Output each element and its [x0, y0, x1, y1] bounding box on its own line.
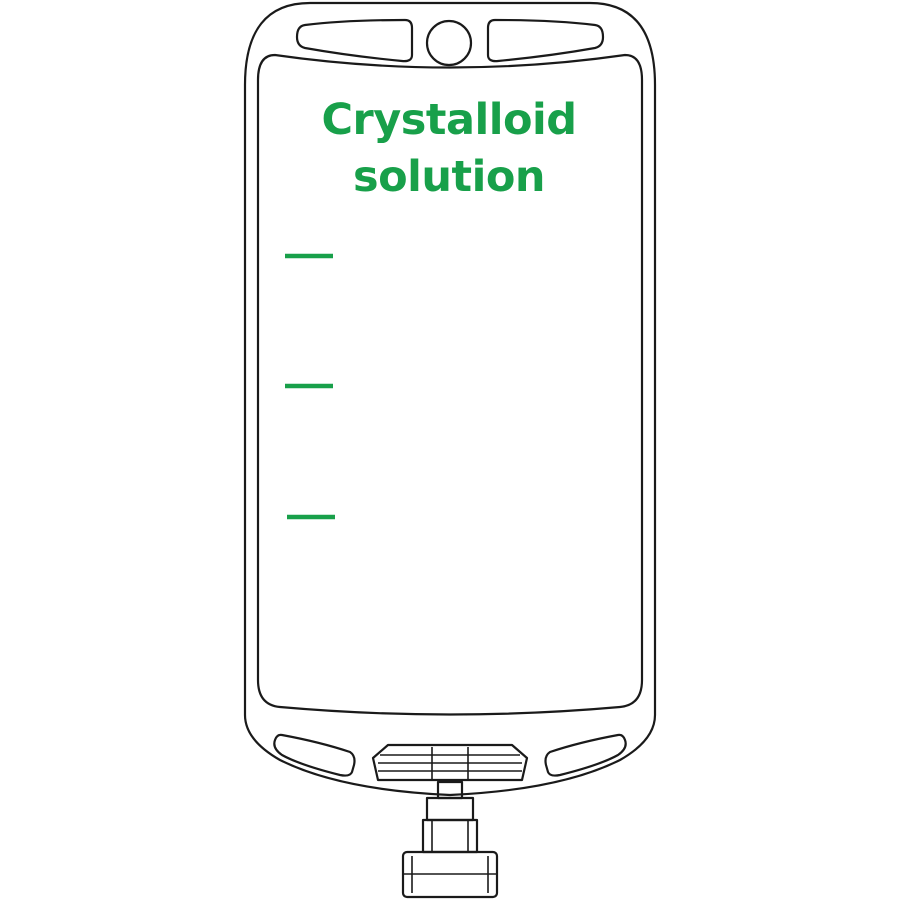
label-line-1: Crystalloid: [322, 95, 577, 145]
outlet-tube: [421, 818, 479, 854]
graduation-marks: [285, 253, 335, 520]
hanger-slot-right: [486, 18, 605, 63]
label-line-2: solution: [353, 152, 545, 202]
hanger-hole: [425, 19, 473, 67]
bottom-slot-right: [544, 733, 627, 777]
bag-outer-shell: [243, 1, 657, 797]
outlet-collar: [425, 796, 475, 822]
bottom-slot-left: [273, 733, 356, 777]
bag-inner-chamber: [256, 53, 644, 716]
hanger-slot-left: [295, 18, 414, 63]
port-manifold: [371, 743, 529, 782]
